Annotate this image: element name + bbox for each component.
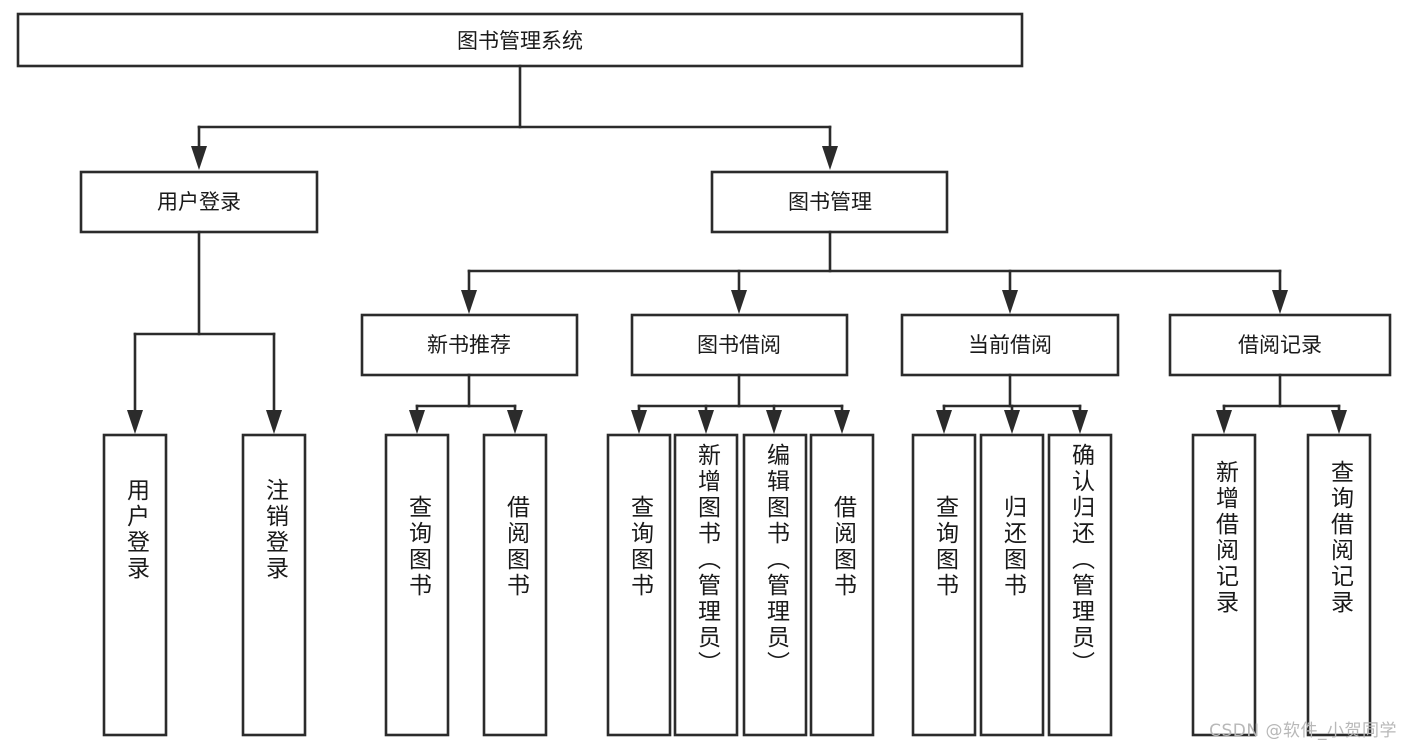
node-new-book-recommend[interactable]: 新书推荐 — [360, 313, 579, 377]
arrow-to-book-manage — [822, 146, 838, 170]
leaf-box-query-book-1[interactable] — [384, 433, 450, 737]
current-borrow-box — [900, 313, 1120, 377]
connector-book-borrow-leaves — [631, 373, 850, 434]
leaf-box-query-record[interactable] — [1306, 433, 1372, 737]
current-borrow-label: 当前借阅 — [968, 333, 1052, 357]
leaf-box-query-book-2[interactable] — [606, 433, 672, 737]
connector-root-bus — [191, 64, 838, 170]
leaf-box-add-record[interactable] — [1191, 433, 1257, 737]
new-book-recommend-label: 新书推荐 — [427, 333, 511, 357]
leaf-box-borrow-book-1[interactable] — [482, 433, 548, 737]
connector-book-manage-bus — [461, 230, 1288, 314]
leaf-box-query-book-3[interactable] — [911, 433, 977, 737]
leaf-box-confirm-return[interactable] — [1047, 433, 1113, 737]
leaf-box-user-login[interactable] — [102, 433, 168, 737]
node-borrow-record[interactable]: 借阅记录 — [1168, 313, 1392, 377]
book-borrow-label: 图书借阅 — [697, 333, 781, 357]
user-login-label: 用户登录 — [157, 190, 241, 214]
node-book-manage[interactable]: 图书管理 — [710, 170, 949, 234]
borrow-record-label: 借阅记录 — [1238, 333, 1322, 357]
user-login-box — [79, 170, 319, 234]
connector-current-borrow-leaves — [936, 373, 1088, 434]
new-book-recommend-box — [360, 313, 579, 377]
leaf-box-return-book[interactable] — [979, 433, 1045, 737]
csdn-watermark: CSDN @软件_小贺同学 — [1209, 721, 1397, 741]
node-user-login[interactable]: 用户登录 — [79, 170, 319, 234]
leaf-box-borrow-book-2[interactable] — [809, 433, 875, 737]
book-manage-label: 图书管理 — [788, 190, 872, 214]
node-book-borrow[interactable]: 图书借阅 — [630, 313, 849, 377]
connector-borrow-record-leaves — [1216, 373, 1347, 434]
leaf-box-add-book[interactable] — [673, 433, 739, 737]
node-current-borrow[interactable]: 当前借阅 — [900, 313, 1120, 377]
leaf-box-logout[interactable] — [241, 433, 307, 737]
connector-new-book-recommend-leaves — [409, 373, 523, 434]
node-root[interactable]: 图书管理系统 — [16, 12, 1024, 68]
root-box — [16, 12, 1024, 68]
connector-user-login-leaves — [127, 230, 282, 434]
leaf-box-edit-book[interactable] — [742, 433, 808, 737]
root-label: 图书管理系统 — [457, 29, 583, 53]
arrow-to-user-login — [191, 146, 207, 170]
